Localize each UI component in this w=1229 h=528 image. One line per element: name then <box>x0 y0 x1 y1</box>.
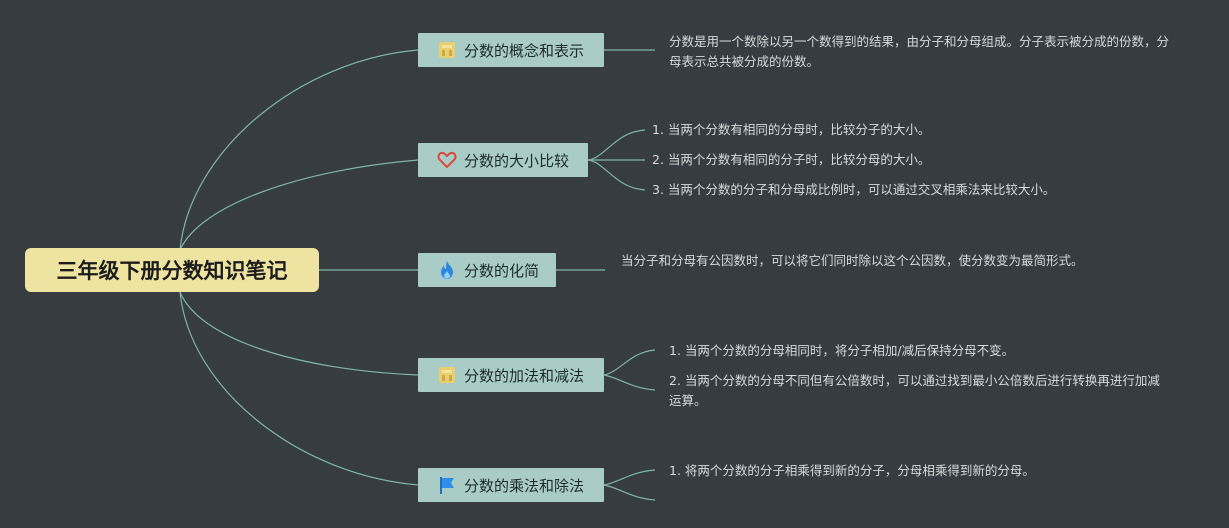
connector-root-branch-4 <box>179 291 419 376</box>
leaf-addition-2: 2. 当两个分数的分母不同但有公倍数时，可以通过找到最小公倍数后进行转换再进行加… <box>669 373 1160 408</box>
branch-concept[interactable]: 分数的概念和表示 <box>418 33 604 67</box>
gold-building-icon <box>436 364 458 386</box>
connector-root-branch-5 <box>179 291 419 486</box>
leaf-comparison-2: 2. 当两个分数有相同的分子时，比较分母的大小。 <box>652 152 931 167</box>
blue-flag-icon <box>436 474 458 496</box>
leaf-concept-1: 分数是用一个数除以另一个数得到的结果，由分子和分母组成。分子表示被分成的份数，分… <box>669 34 1170 69</box>
connector-root-branch-1 <box>179 49 419 251</box>
connector-branch-4-leaf-2 <box>603 374 656 391</box>
connector-branch-5-leaf-1 <box>603 469 656 486</box>
leaf-simplification-1: 当分子和分母有公因数时，可以将它们同时除以这个公因数，使分数变为最简形式。 <box>621 253 1084 268</box>
connector-branch-2-leaf-1 <box>587 129 646 161</box>
branch-comparison[interactable]: 分数的大小比较 <box>418 143 588 177</box>
leaf-addition-1: 1. 当两个分数的分母相同时，将分子相加/减后保持分母不变。 <box>669 343 1015 358</box>
gold-building-icon <box>436 39 458 61</box>
branch-multiplication-division[interactable]: 分数的乘法和除法 <box>418 468 604 502</box>
connector-branch-5-leaf-2 <box>603 484 656 501</box>
leaf-comparison-3: 3. 当两个分数的分子和分母成比例时，可以通过交叉相乘法来比较大小。 <box>652 182 1056 197</box>
fire-icon <box>436 259 458 281</box>
branch-label: 分数的化简 <box>464 261 540 280</box>
root-title: 三年级下册分数知识笔记 <box>56 259 288 283</box>
branch-addition-subtraction[interactable]: 分数的加法和减法 <box>418 358 604 392</box>
root-topic[interactable]: 三年级下册分数知识笔记 <box>25 248 319 292</box>
branch-label: 分数的概念和表示 <box>464 41 585 60</box>
connector-root-branch-2 <box>179 159 419 251</box>
branch-label: 分数的乘法和除法 <box>464 476 585 495</box>
connector-branch-4-leaf-1 <box>603 349 656 376</box>
leaf-multiplication-1: 1. 将两个分数的分子相乘得到新的分子，分母相乘得到新的分母。 <box>669 463 1035 478</box>
branch-simplification[interactable]: 分数的化简 <box>418 253 556 287</box>
branch-label: 分数的大小比较 <box>464 151 570 170</box>
branch-label: 分数的加法和减法 <box>464 366 585 385</box>
heart-outline-icon <box>436 149 458 171</box>
connector-branch-2-leaf-3 <box>587 159 646 191</box>
leaf-comparison-1: 1. 当两个分数有相同的分母时，比较分子的大小。 <box>652 122 931 137</box>
